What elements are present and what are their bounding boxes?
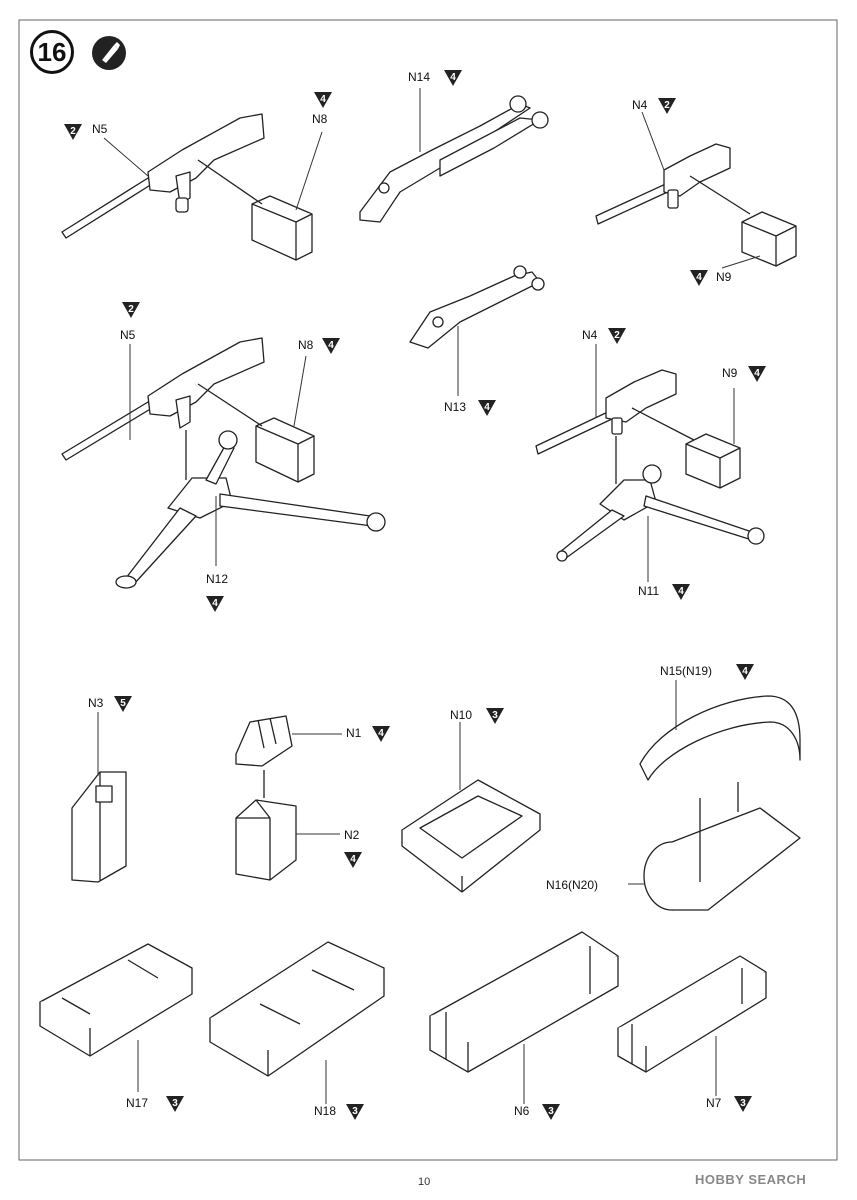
color-code-n8-top-triangle-icon: 4	[314, 92, 332, 108]
color-code-n15-triangle-icon: 4	[736, 664, 754, 680]
color-code-n5-mid-triangle-icon: 2	[122, 302, 140, 318]
svg-text:3: 3	[740, 1098, 746, 1109]
part-n5-gun-top	[61, 113, 265, 239]
part-n11-tripod	[556, 464, 765, 562]
color-code-n6-triangle-icon: 3	[542, 1104, 560, 1120]
svg-text:2: 2	[614, 330, 620, 341]
step-number-badge: 16	[30, 30, 74, 74]
color-code-n3-triangle-icon: 5	[114, 696, 132, 712]
part-n1-lid	[235, 715, 293, 767]
label-n8-top: N8	[312, 112, 328, 126]
part-n18-crate	[209, 941, 385, 1077]
label-n4-mid: N4	[582, 328, 598, 342]
label-n5-top: N5	[92, 122, 108, 136]
part-n12-tripod	[115, 430, 386, 589]
color-code-n13-triangle-icon: 4	[478, 400, 496, 416]
label-n8-mid: N8	[298, 338, 314, 352]
part-n9-ammo-top	[741, 211, 797, 267]
part-n14-tripod-folded	[359, 95, 549, 223]
part-n10-tray	[401, 779, 541, 893]
color-code-n8-mid-triangle-icon: 4	[322, 338, 340, 354]
label-n13: N13	[444, 400, 467, 414]
color-code-n1-triangle-icon: 4	[372, 726, 390, 742]
page-number: 10	[418, 1176, 431, 1188]
part-n2-box	[235, 799, 297, 881]
label-n12: N12	[206, 572, 229, 586]
watermark: HOBBY SEARCH	[695, 1172, 807, 1187]
part-n16-half-cylinder	[643, 807, 801, 911]
label-n14: N14	[408, 70, 431, 84]
label-n6: N6	[514, 1104, 530, 1118]
label-n7: N7	[706, 1096, 722, 1110]
color-code-n18-triangle-icon: 3	[346, 1104, 364, 1120]
color-code-n17-triangle-icon: 3	[166, 1096, 184, 1112]
color-code-n14-triangle-icon: 4	[444, 70, 462, 86]
svg-text:4: 4	[678, 586, 684, 597]
color-code-n9-mid-triangle-icon: 4	[748, 366, 766, 382]
svg-text:3: 3	[548, 1106, 554, 1117]
svg-text:2: 2	[664, 100, 670, 111]
label-n4-top: N4	[632, 98, 648, 112]
part-n8-ammo-mid	[255, 417, 315, 483]
color-code-n9-top-triangle-icon: 4	[690, 270, 708, 286]
svg-text:4: 4	[754, 368, 760, 379]
color-code-n10-triangle-icon: 3	[486, 708, 504, 724]
label-n15: N15(N19)	[660, 664, 713, 678]
color-code-n2-triangle-icon: 4	[344, 852, 362, 868]
svg-text:4: 4	[450, 72, 456, 83]
label-n2: N2	[344, 828, 360, 842]
svg-text:4: 4	[328, 340, 334, 351]
color-code-n5-top-triangle-icon: 2	[64, 124, 82, 140]
part-n4-gun-mid	[535, 369, 677, 455]
part-n9-ammo-mid	[685, 433, 741, 489]
color-code-n12-triangle-icon: 4	[206, 596, 224, 612]
color-code-n4-mid-triangle-icon: 2	[608, 328, 626, 344]
label-n3: N3	[88, 696, 104, 710]
label-n9-mid: N9	[722, 366, 738, 380]
part-n3-jerrycan	[71, 771, 127, 883]
svg-text:3: 3	[492, 710, 498, 721]
part-n6-crate	[429, 931, 619, 1073]
color-code-n11-triangle-icon: 4	[672, 584, 690, 600]
svg-text:2: 2	[70, 126, 76, 137]
svg-text:2: 2	[128, 304, 134, 315]
svg-text:4: 4	[350, 854, 356, 865]
label-n18: N18	[314, 1104, 337, 1118]
label-n10: N10	[450, 708, 473, 722]
svg-text:4: 4	[696, 272, 702, 283]
part-n15-half-cylinder	[639, 695, 801, 781]
label-n1: N1	[346, 726, 362, 740]
color-code-n7-triangle-icon: 3	[734, 1096, 752, 1112]
label-n9-top: N9	[716, 270, 732, 284]
label-n11: N11	[638, 584, 660, 598]
svg-text:4: 4	[742, 666, 748, 677]
part-n13-tripod-folded	[409, 265, 545, 349]
label-n17: N17	[126, 1096, 149, 1110]
color-code-n4-top-triangle-icon: 2	[658, 98, 676, 114]
label-n5-mid: N5	[120, 328, 136, 342]
glue-tube-icon	[92, 36, 126, 70]
part-n4-gun-top	[595, 143, 731, 225]
part-n7-crate	[617, 955, 767, 1073]
label-n16: N16(N20)	[546, 878, 599, 892]
part-n17-crate	[39, 943, 193, 1057]
part-n8-ammo-top	[251, 195, 313, 261]
svg-text:5: 5	[120, 698, 126, 709]
svg-text:4: 4	[378, 728, 384, 739]
svg-text:3: 3	[172, 1098, 178, 1109]
svg-text:4: 4	[212, 598, 218, 609]
svg-text:3: 3	[352, 1106, 358, 1117]
svg-text:4: 4	[484, 402, 490, 413]
svg-text:4: 4	[320, 94, 326, 105]
